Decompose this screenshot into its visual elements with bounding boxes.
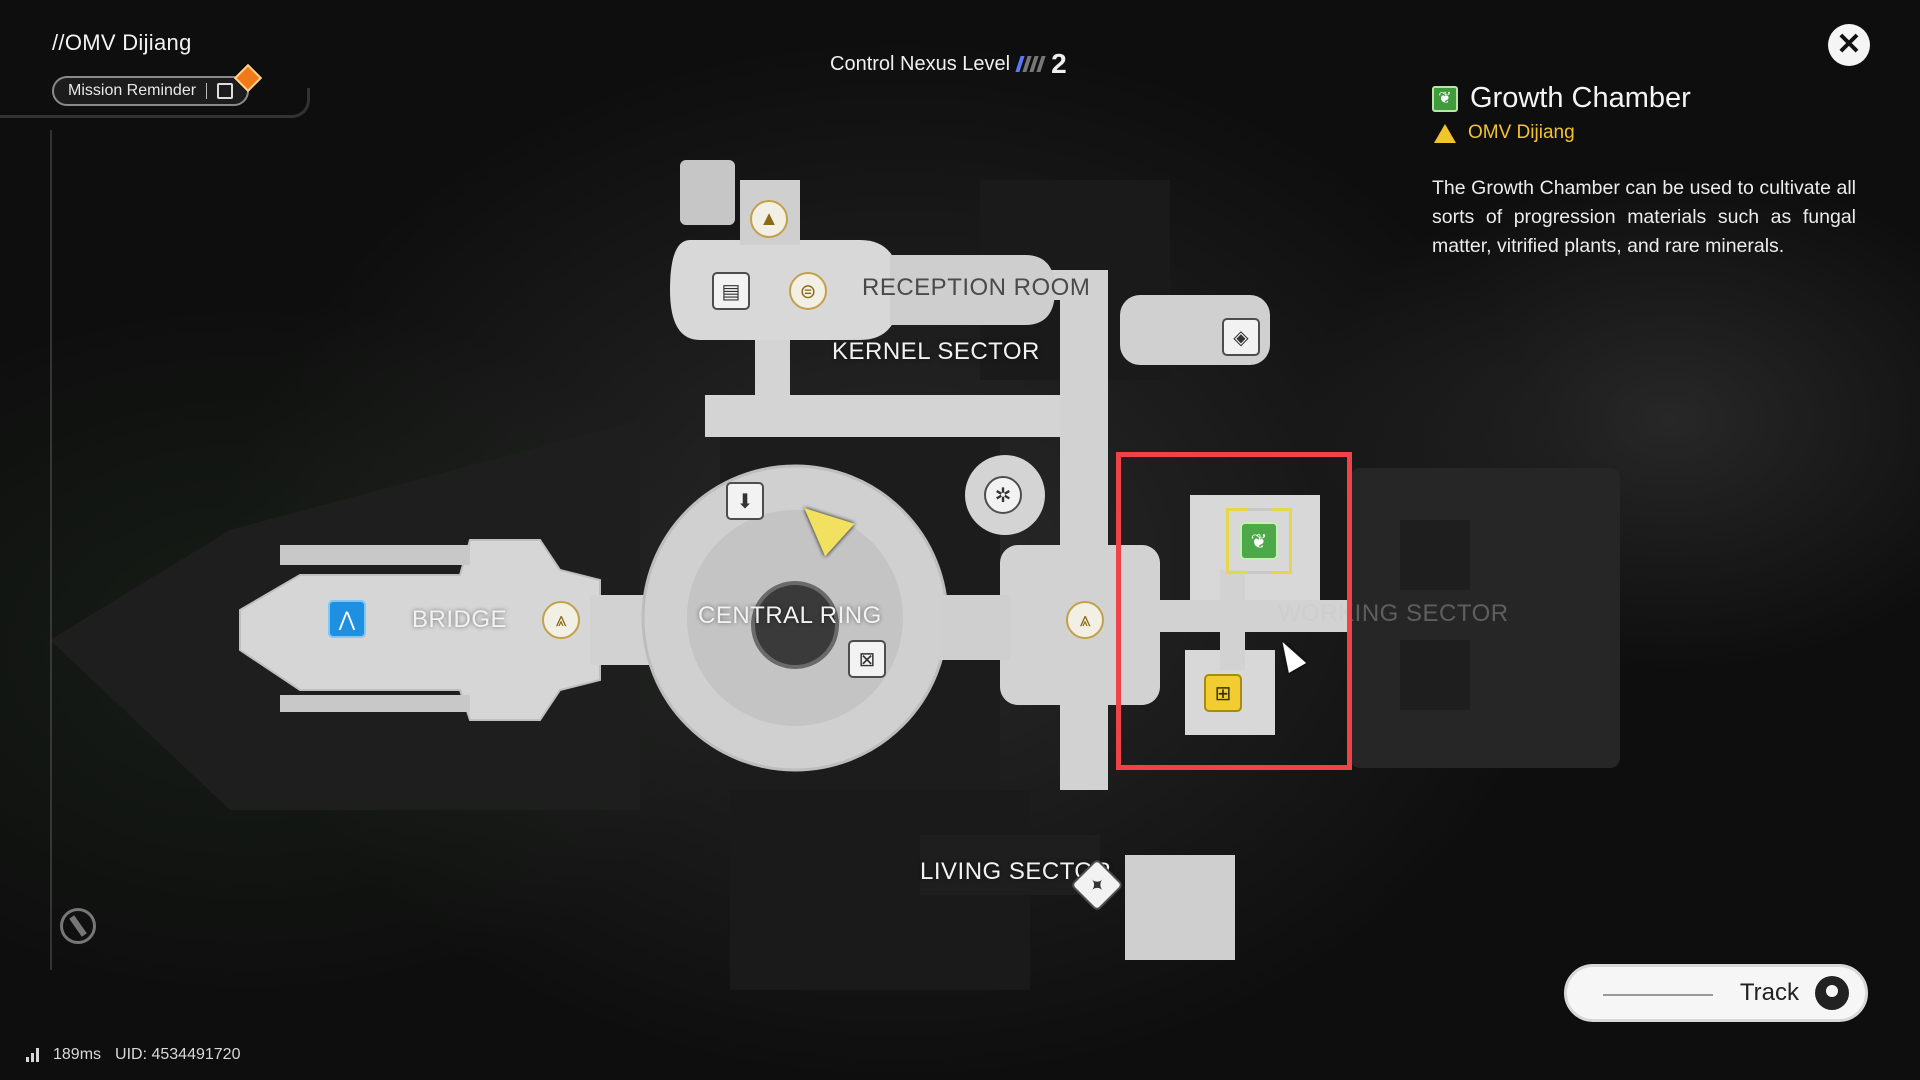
left-rail bbox=[50, 130, 52, 970]
selection-frame bbox=[1226, 508, 1292, 574]
map-label-central-ring: CENTRAL RING bbox=[698, 602, 882, 629]
nexus-label: Control Nexus Level bbox=[830, 52, 1011, 75]
bridge-access-icon[interactable]: ⋀ bbox=[328, 600, 366, 638]
signal-icon bbox=[26, 1048, 39, 1062]
depot-icon[interactable]: ⬇ bbox=[726, 482, 764, 520]
storage-icon[interactable]: ▤ bbox=[712, 272, 750, 310]
map-pin-icon bbox=[1815, 976, 1849, 1010]
info-subtitle-row: OMV Dijiang bbox=[1434, 122, 1575, 144]
ping-value: 189ms bbox=[53, 1046, 102, 1063]
compass-icon[interactable] bbox=[60, 908, 96, 944]
info-panel-header: ❦ Growth Chamber bbox=[1432, 82, 1691, 115]
teleport-icon[interactable]: ▲ bbox=[750, 200, 788, 238]
growth-chamber-icon: ❦ bbox=[1432, 85, 1458, 112]
info-title: Growth Chamber bbox=[1470, 82, 1691, 114]
mission-icon bbox=[217, 83, 234, 99]
track-button[interactable]: Track bbox=[1564, 964, 1868, 1022]
close-icon: ✕ bbox=[1836, 28, 1862, 61]
divider bbox=[206, 83, 208, 99]
map-label-reception-room: RECEPTION ROOM bbox=[862, 274, 1091, 301]
track-divider bbox=[1603, 994, 1713, 996]
emblem-icon[interactable]: ⊜ bbox=[789, 272, 827, 310]
teleport-icon[interactable]: ◈ bbox=[1222, 318, 1260, 356]
close-button[interactable]: ✕ bbox=[1828, 24, 1870, 66]
growth-chamber-icon[interactable]: ❦ bbox=[1240, 522, 1278, 560]
exit-icon[interactable]: ⊠ bbox=[848, 640, 886, 678]
mission-reminder-label: Mission Reminder bbox=[68, 82, 197, 99]
status-bar: 189ms UID: 4534491720 bbox=[26, 1046, 240, 1064]
location-title: //OMV Dijiang bbox=[52, 30, 192, 55]
highlight-box bbox=[1116, 452, 1352, 770]
emblem-icon[interactable]: ⩓ bbox=[1066, 601, 1104, 639]
uid-value: UID: 4534491720 bbox=[115, 1046, 241, 1063]
mission-track-line bbox=[0, 88, 310, 118]
manufacturing-icon[interactable]: ⊞ bbox=[1204, 674, 1242, 712]
info-description: The Growth Chamber can be used to cultiv… bbox=[1432, 177, 1856, 257]
emblem-icon[interactable]: ⩓ bbox=[542, 601, 580, 639]
map-label-bridge: BRIDGE bbox=[412, 606, 508, 633]
nexus-level-value: 2 bbox=[1051, 48, 1067, 79]
track-label: Track bbox=[1739, 979, 1799, 1006]
map-label-kernel-sector: KERNEL SECTOR bbox=[832, 338, 1040, 365]
map-label-working-sector: WORKING SECTOR bbox=[1278, 600, 1509, 627]
control-nexus-level: Control Nexus Level 2 bbox=[830, 48, 1067, 80]
nexus-progress-bars bbox=[1015, 56, 1046, 72]
gear-icon[interactable]: ✲ bbox=[984, 476, 1022, 514]
location-marker-icon bbox=[1434, 123, 1456, 143]
mission-reminder-button[interactable]: Mission Reminder bbox=[52, 76, 250, 106]
info-subtitle: OMV Dijiang bbox=[1468, 122, 1575, 143]
